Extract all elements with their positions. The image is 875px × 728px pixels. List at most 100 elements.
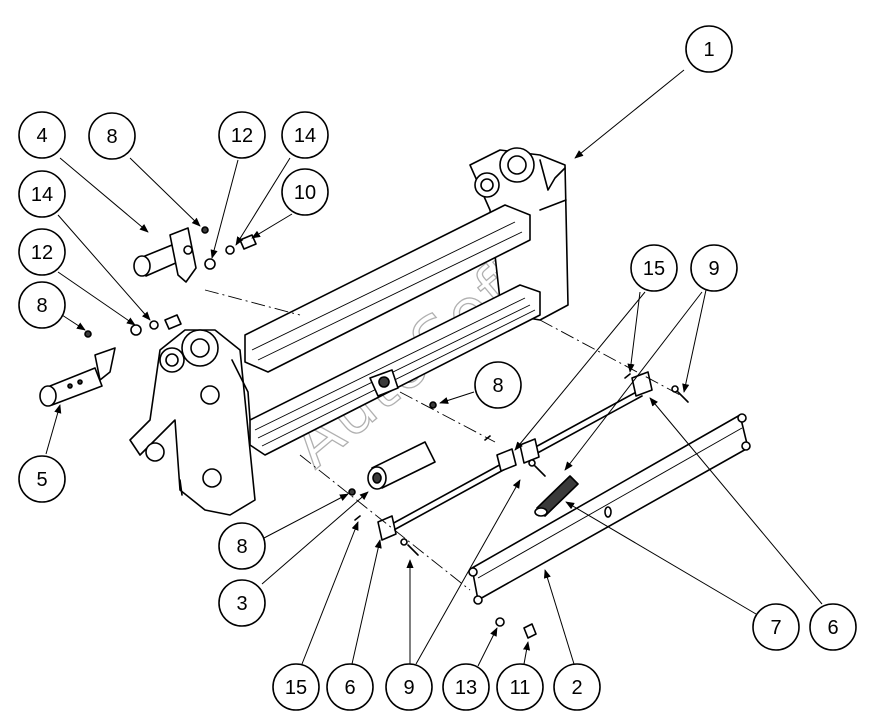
callout-circle — [809, 603, 857, 651]
callout-circle — [18, 455, 66, 503]
callout-label: 15 — [643, 258, 665, 280]
callout-circle — [326, 663, 374, 711]
callout-bubble-15: 15 — [272, 663, 320, 711]
callout-circle — [18, 281, 66, 329]
callout-label: 14 — [31, 184, 53, 206]
callout-circle — [18, 111, 66, 159]
leader-line — [565, 501, 757, 615]
leader-line — [45, 404, 62, 455]
pin-5 — [39, 347, 116, 407]
callout-label: 9 — [708, 258, 719, 280]
callout-label: 7 — [770, 617, 781, 639]
callout-circle — [385, 663, 433, 711]
leader-line — [57, 214, 151, 321]
callout-circle — [474, 361, 522, 409]
leader-line — [649, 397, 823, 605]
leader-line — [59, 157, 149, 233]
leader-line — [682, 289, 707, 393]
leader-line — [235, 157, 291, 246]
callout-bubble-1: 1 — [685, 25, 733, 73]
leader-line — [543, 569, 575, 665]
callout-label: 6 — [344, 677, 355, 699]
callout-circle — [272, 663, 320, 711]
callout-bubble-12: 12 — [218, 111, 266, 159]
hardware-left — [84, 314, 182, 338]
callout-label: 11 — [510, 677, 531, 699]
centre-lines — [204, 289, 681, 591]
callout-bubble-8: 8 — [218, 522, 266, 570]
callout-label: 14 — [294, 125, 316, 147]
callout-circle — [690, 244, 738, 292]
callout-label: 9 — [403, 677, 414, 699]
hardware-upper — [201, 226, 257, 270]
leader-line — [564, 291, 703, 471]
leader-line — [574, 69, 685, 159]
callout-circle — [218, 111, 266, 159]
leader-line — [251, 213, 293, 239]
main-frame — [129, 147, 569, 516]
callout-circle — [18, 228, 66, 276]
callout-bubble-7: 7 — [752, 603, 800, 651]
leader-line — [439, 391, 475, 404]
callout-bubble-3: 3 — [218, 579, 266, 627]
callout-label: 15 — [285, 677, 307, 699]
leader-line — [514, 291, 646, 451]
callout-bubble-6: 6 — [326, 663, 374, 711]
callout-circle — [88, 112, 136, 160]
callout-bubble-8: 8 — [18, 281, 66, 329]
callout-circle — [685, 25, 733, 73]
leader-line — [129, 157, 201, 227]
callout-label: 5 — [36, 469, 47, 491]
callout-label: 10 — [294, 182, 316, 204]
callout-bubble-14: 14 — [18, 170, 66, 218]
callout-label: 4 — [36, 125, 47, 147]
callout-bubble-4: 4 — [18, 111, 66, 159]
callout-label: 6 — [827, 617, 838, 639]
leader-line — [351, 539, 382, 665]
bolt-11-washer-13 — [495, 617, 537, 639]
callout-label: 2 — [571, 677, 582, 699]
callout-circle — [281, 111, 329, 159]
leader-line — [61, 314, 86, 331]
callout-label: 13 — [455, 677, 477, 699]
callout-label: 3 — [236, 593, 247, 615]
pin-4 — [133, 227, 197, 283]
spring-7 — [534, 475, 579, 517]
callout-circle — [281, 168, 329, 216]
callout-bubble-13: 13 — [442, 663, 490, 711]
bar-2 — [468, 413, 751, 605]
callout-circle — [496, 663, 544, 711]
callout-circle — [630, 244, 678, 292]
leader-line — [210, 159, 239, 259]
callout-label: 8 — [36, 295, 47, 317]
small-pins — [348, 373, 631, 521]
callout-circle — [442, 663, 490, 711]
callout-label: 12 — [31, 242, 53, 264]
callout-bubble-14: 14 — [281, 111, 329, 159]
callout-bubble-9: 9 — [385, 663, 433, 711]
callout-circle — [752, 603, 800, 651]
callout-circle — [553, 663, 601, 711]
leader-line — [263, 493, 349, 539]
callout-label: 12 — [231, 125, 253, 147]
callout-label: 8 — [236, 536, 247, 558]
callout-label: 8 — [492, 375, 503, 397]
callout-label: 8 — [106, 126, 117, 148]
callout-bubble-2: 2 — [553, 663, 601, 711]
callout-bubble-6: 6 — [809, 603, 857, 651]
leader-line — [301, 521, 359, 665]
callout-bubble-11: 11 — [496, 663, 544, 711]
leader-line — [477, 627, 498, 667]
leader-line — [57, 271, 136, 326]
callout-circle — [18, 170, 66, 218]
leader-line — [627, 291, 641, 373]
rods-6 — [377, 371, 653, 541]
callout-bubble-9: 9 — [690, 244, 738, 292]
callout-label: 1 — [703, 39, 714, 61]
callout-circle — [218, 579, 266, 627]
leader-line — [415, 479, 521, 665]
cylinder-3 — [367, 441, 436, 490]
